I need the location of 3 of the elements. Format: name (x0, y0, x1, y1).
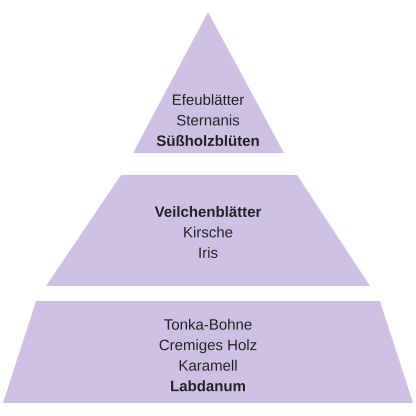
pyramid-tier: Veilchenblätter Kirsche Iris (46, 175, 370, 286)
pyramid-tier: Efeublätter Sternanis Süßholzblüten (133, 12, 284, 153)
pyramid-tier: Tonka-Bohne Cremiges Holz Karamell Labdanum (3, 301, 413, 403)
